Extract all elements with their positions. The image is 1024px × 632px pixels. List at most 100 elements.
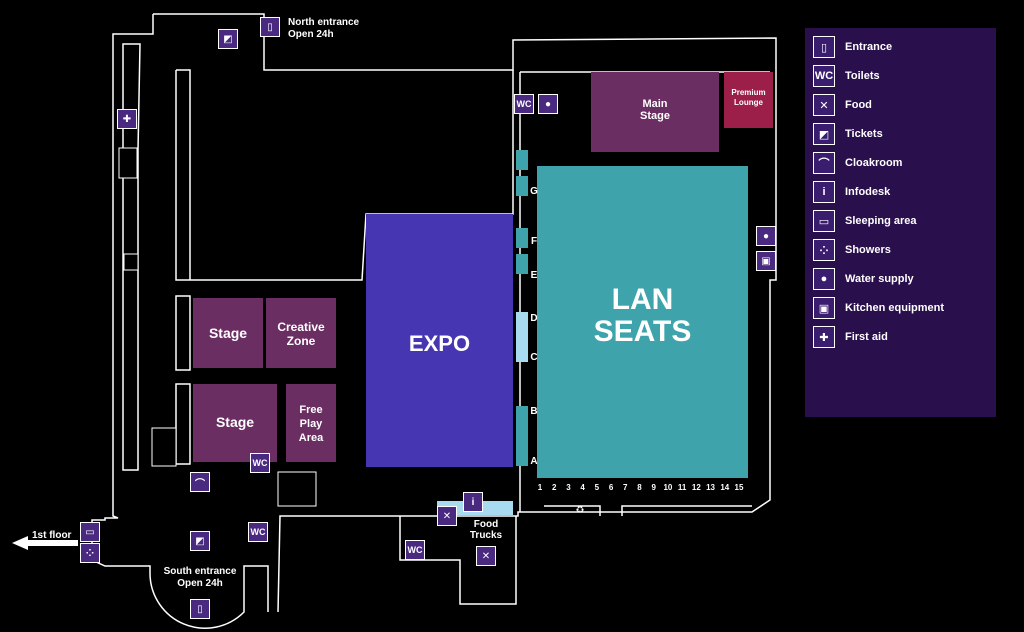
toilets-icon: WC (813, 65, 835, 87)
lan-row-blocks (516, 150, 528, 466)
premium-lounge-label: Premium Lounge (731, 88, 766, 107)
row-letter: A (530, 456, 538, 467)
stairs (118, 147, 317, 507)
recycling-icon: ♻ (575, 505, 585, 516)
creative-zone-area (266, 298, 336, 368)
row-letter: F (530, 236, 538, 247)
water-supply-icon[interactable]: ● (756, 226, 776, 246)
legend-label: Tickets (845, 128, 883, 140)
legend-item: WC Toilets (813, 65, 880, 87)
legend-label: Sleeping area (845, 215, 917, 227)
first-aid-icon: ✚ (813, 326, 835, 348)
kitchen-equipment-icon: ▣ (813, 297, 835, 319)
legend-label: First aid (845, 331, 888, 343)
expo-label: EXPO (408, 331, 471, 356)
legend-item: ● Water supply (813, 268, 914, 290)
entrance-icon[interactable]: ▯ (190, 599, 210, 619)
seat-column-number: 10 (663, 483, 673, 492)
seat-column-number: 15 (734, 483, 744, 492)
legend-label: Toilets (845, 70, 880, 82)
row-letter: B (530, 406, 538, 417)
stage-1-label: Stage (208, 325, 248, 341)
row-letter: C (530, 352, 538, 363)
toilets-icon[interactable]: WC (248, 522, 268, 542)
first-floor-label: 1st floor (32, 530, 72, 541)
legend-label: Entrance (845, 41, 893, 53)
food-icon: ✕ (813, 94, 835, 116)
building-walls (91, 13, 777, 629)
lan-seats-label: LAN SEATS (593, 283, 692, 348)
seat-column-number: 1 (537, 483, 543, 492)
row-letter: D (530, 313, 538, 324)
sleeping-area-icon: ▭ (813, 210, 835, 232)
cloakroom-icon[interactable]: ⌒ (190, 472, 210, 492)
expo-area (366, 214, 513, 467)
entrance-icon[interactable]: ▯ (260, 17, 280, 37)
seat-column-number: 2 (551, 483, 557, 492)
legend-label: Cloakroom (845, 157, 903, 169)
legend-label: Infodesk (845, 186, 891, 198)
showers-icon[interactable]: ⁘ (80, 543, 100, 563)
legend-item: ⌒ Cloakroom (813, 152, 902, 174)
main-stage-label: Main Stage (640, 98, 670, 122)
south-entrance-label: South entrance Open 24h (163, 566, 237, 589)
toilets-icon[interactable]: WC (514, 94, 534, 114)
row-letter: E (530, 270, 538, 281)
seat-column-number: 4 (580, 483, 585, 492)
showers-icon: ⁘ (813, 239, 835, 261)
sleeping-area-icon[interactable]: ▭ (80, 522, 100, 542)
legend-label: Food (845, 99, 872, 111)
seat-column-number: 11 (677, 483, 687, 492)
main-stage-area (591, 72, 719, 152)
legend-item: ✚ First aid (813, 326, 888, 348)
seat-column-number: 8 (637, 483, 642, 492)
creative-zone-label: Creative Zone (277, 320, 325, 348)
stage-2-label: Stage (215, 414, 255, 430)
entrance-icon: ▯ (813, 36, 835, 58)
water-supply-icon: ● (813, 268, 835, 290)
legend-label: Kitchen equipment (845, 302, 945, 314)
free-play-area (286, 384, 336, 462)
legend-item: ▭ Sleeping area (813, 210, 917, 232)
seat-column-number: 12 (691, 483, 701, 492)
seat-column-number: 7 (623, 483, 628, 492)
tickets-icon: ◩ (813, 123, 835, 145)
seat-column-number: 3 (566, 483, 571, 492)
legend-label: Showers (845, 244, 891, 256)
seat-column-number: 9 (651, 483, 656, 492)
toilets-icon[interactable]: WC (405, 540, 425, 560)
free-play-label: Free Play Area (298, 404, 324, 444)
cloakroom-icon: ⌒ (813, 152, 835, 174)
tickets-icon[interactable]: ◩ (190, 531, 210, 551)
row-letter: G (530, 186, 538, 197)
legend-item: i Infodesk (813, 181, 890, 203)
seat-column-number: 5 (594, 483, 600, 492)
legend-label: Water supply (845, 273, 914, 285)
tickets-icon[interactable]: ◩ (218, 29, 238, 49)
seat-column-number: 14 (720, 483, 730, 492)
kitchen-equipment-icon[interactable]: ▣ (756, 251, 776, 271)
toilets-icon[interactable]: WC (250, 453, 270, 473)
first-floor-arrow (12, 536, 78, 550)
lan-seats-area (537, 166, 748, 478)
legend-item: ▯ Entrance (813, 36, 892, 58)
stage-area-1 (193, 298, 263, 368)
first-aid-icon[interactable]: ✚ (117, 109, 137, 129)
food-icon[interactable]: ✕ (476, 546, 496, 566)
legend-item: ◩ Tickets (813, 123, 883, 145)
water-supply-icon[interactable]: ● (538, 94, 558, 114)
food-icon[interactable]: ✕ (437, 506, 457, 526)
legend-item: ⁘ Showers (813, 239, 891, 261)
premium-lounge-area (724, 72, 773, 128)
infodesk-icon: i (813, 181, 835, 203)
seat-column-number: 6 (608, 483, 614, 492)
legend-item: ▣ Kitchen equipment (813, 297, 944, 319)
north-entrance-label: North entrance Open 24h (288, 17, 360, 40)
seat-column-number: 13 (706, 483, 716, 492)
stage-area-2 (193, 384, 277, 462)
legend-item: ✕ Food (813, 94, 872, 116)
infodesk-icon[interactable]: i (463, 492, 483, 512)
food-trucks-label: Food Trucks (469, 519, 503, 541)
